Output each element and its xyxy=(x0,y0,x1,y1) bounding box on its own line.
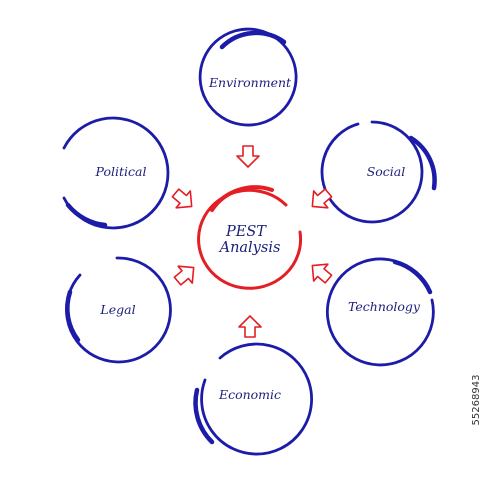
node-environment-label: Environment xyxy=(208,75,292,90)
node-political-stroke-accent xyxy=(65,202,108,228)
arrow-from-legal xyxy=(169,258,202,291)
center-title-line1: PEST xyxy=(225,224,267,240)
node-social-label: Social xyxy=(367,164,406,179)
node-economic-circle xyxy=(200,342,313,456)
node-social-stroke-accent xyxy=(408,135,437,191)
node-social: Social xyxy=(320,120,437,224)
center-title-line2: Analysis xyxy=(218,240,281,256)
node-economic: Economic xyxy=(193,342,313,456)
arrow-from-economic xyxy=(238,315,262,338)
node-social-circle xyxy=(320,120,424,224)
arrow-from-political xyxy=(167,183,200,216)
node-economic-stroke-accent xyxy=(193,387,215,445)
node-environment-stroke-accent xyxy=(219,30,287,50)
node-political: Political xyxy=(62,116,170,230)
stock-id-watermark: 55268943 xyxy=(471,375,482,426)
node-technology-label: Technology xyxy=(348,299,421,314)
center-circle xyxy=(197,188,303,290)
arrow-from-environment xyxy=(236,145,260,168)
node-environment: Environment xyxy=(198,27,298,127)
center-node: PEST Analysis xyxy=(197,185,303,290)
center-circle-accent xyxy=(210,185,274,212)
node-legal-stroke-accent xyxy=(65,289,81,343)
node-legal: Legal xyxy=(65,256,172,364)
node-technology-circle xyxy=(325,257,435,367)
node-technology: Technology xyxy=(325,257,435,367)
node-economic-label: Economic xyxy=(218,387,281,402)
node-technology-stroke-accent xyxy=(392,259,433,295)
arrow-from-technology xyxy=(304,256,337,289)
node-legal-label: Legal xyxy=(99,302,135,317)
node-political-label: Political xyxy=(95,164,147,179)
